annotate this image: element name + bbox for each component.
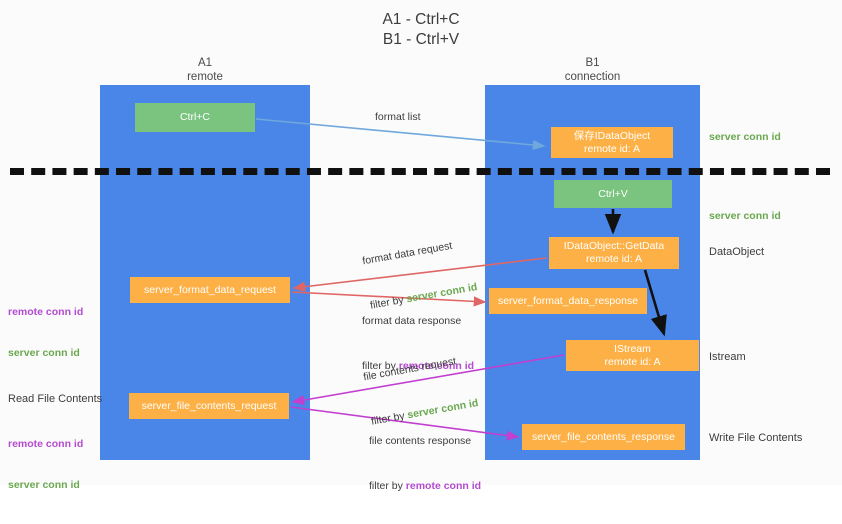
annotation-server-conn-id-mid: server conn id [709,210,781,222]
annotation-server-conn-id-top: server conn id [709,131,781,143]
node-ctrl-c[interactable]: Ctrl+C [135,103,255,132]
annotation-read-file-contents: Read File Contents [8,393,103,405]
node-ctrl-v-label: Ctrl+V [598,187,628,200]
edge-label-format-data-request-line1: format data request [361,239,454,268]
edge-label-file-contents-response: file contents response filter by remote … [369,404,481,524]
annotation-conn-ids-upper: remote conn id server conn id [8,279,83,387]
node-ctrl-v[interactable]: Ctrl+V [554,180,672,208]
node-server-file-contents-request[interactable]: server_file_contents_request [129,393,289,419]
node-save-idataobject-line2: remote id: A [583,142,641,155]
annotation-dataobject: DataObject [709,246,765,258]
node-server-format-data-response-label: server_format_data_response [497,294,639,307]
node-ctrl-c-label: Ctrl+C [179,111,211,123]
edge-label-file-contents-response-line1: file contents response [369,435,472,447]
node-getdata-line1: IDataObject::GetData [563,240,665,252]
node-istream[interactable]: IStream remote id: A [566,340,699,371]
diagram-canvas: A1 - Ctrl+C B1 - Ctrl+V A1 remote B1 con… [8,11,830,492]
node-server-format-data-request-label: server_format_data_request [144,283,276,296]
node-istream-line1: IStream [614,342,651,355]
node-save-idataobject-line1: 保存IDataObject [573,129,651,142]
edge-label-format-data-response: format data response filter by remote co… [362,284,474,404]
column-header-b1: B1 connection [564,57,621,83]
filter-value-remote-conn-id: remote conn id [398,360,475,372]
page-title: A1 - Ctrl+C B1 - Ctrl+V [382,11,460,48]
node-server-file-contents-request-label: server_file_contents_request [141,399,277,412]
annotation-conn-ids-lower: remote conn id server conn id [8,411,83,519]
annotation-istream: Istream [709,351,746,363]
node-server-file-contents-response-label: server_file_contents_response [531,430,675,443]
phase-separator [10,168,830,175]
annotation-remote-conn-id: remote conn id [8,306,84,318]
edge-label-file-contents-response-filter: filter by remote conn id [369,479,481,494]
node-istream-line2: remote id: A [604,355,661,368]
edge-label-format-list: format list [375,111,421,123]
node-idataobject-getdata[interactable]: IDataObject::GetData remote id: A [549,237,679,269]
annotation-server-conn-id: server conn id [8,478,80,491]
edge-label-format-data-response-filter: filter by remote conn id [362,359,474,374]
filter-value-remote-conn-id: remote conn id [405,480,482,492]
node-server-file-contents-response[interactable]: server_file_contents_response [522,424,685,450]
node-save-idataobject[interactable]: 保存IDataObject remote id: A [551,127,673,158]
filter-prefix: filter by [362,360,399,372]
node-getdata-line2: remote id: A [585,253,643,265]
node-server-format-data-request[interactable]: server_format_data_request [130,277,290,303]
edge-label-format-data-response-line1: format data response [362,315,462,327]
filter-prefix: filter by [369,480,406,492]
column-header-a1: A1 remote [187,57,223,83]
annotation-server-conn-id: server conn id [8,346,80,359]
edge-label-file-contents-request-line1: file contents request [362,355,458,384]
node-server-format-data-response[interactable]: server_format_data_response [489,288,647,314]
annotation-remote-conn-id: remote conn id [8,438,84,450]
annotation-write-file-contents: Write File Contents [709,432,803,444]
